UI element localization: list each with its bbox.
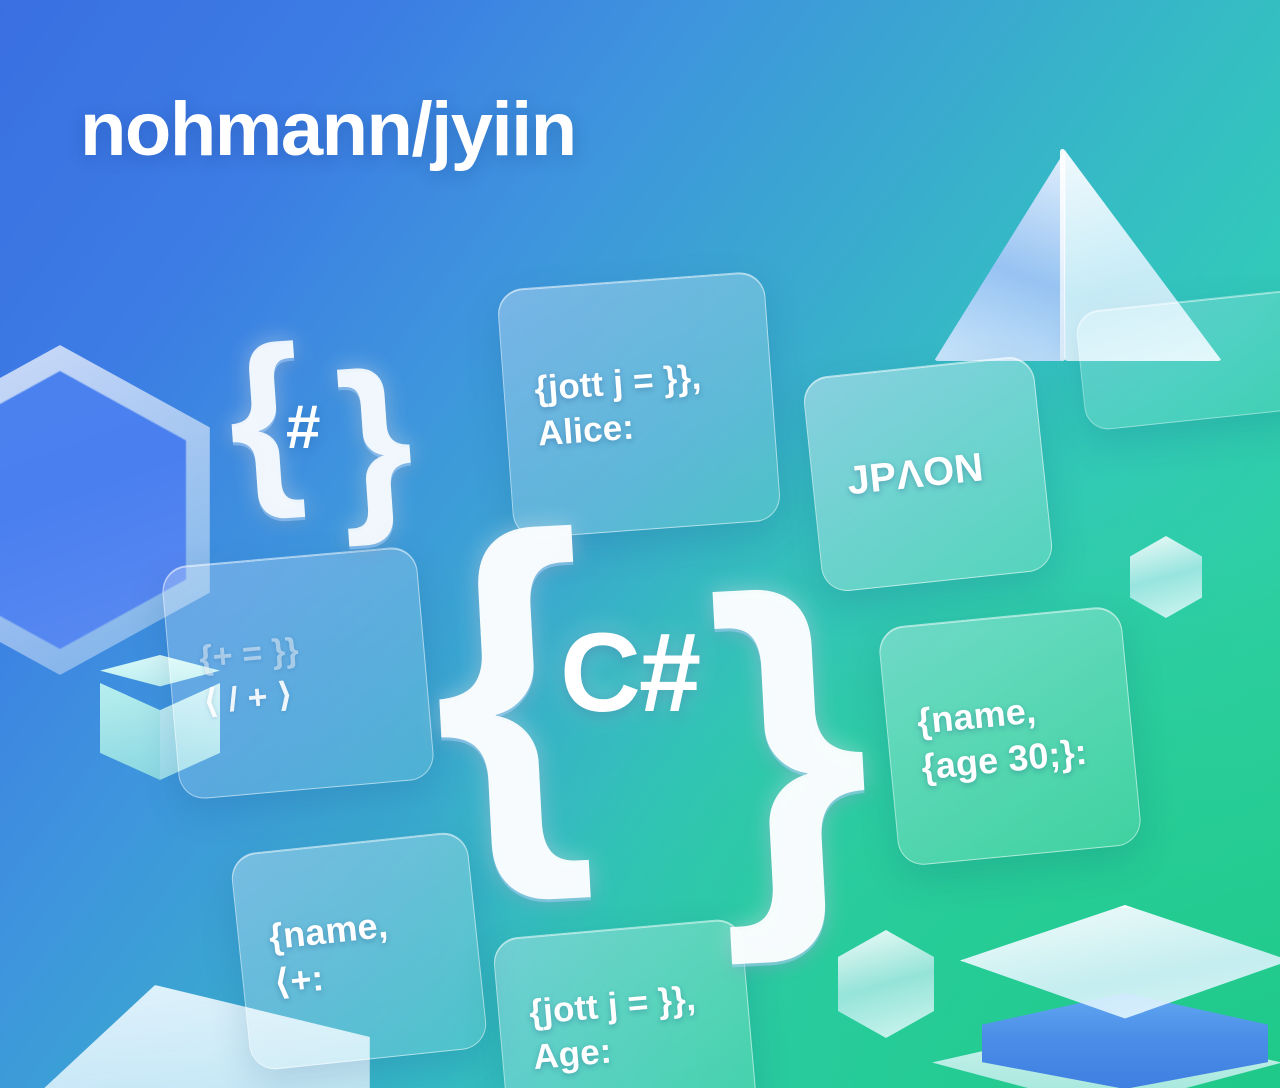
stack-blue-slab: [982, 993, 1268, 1088]
background-card-ghost: [1074, 288, 1280, 432]
csharp-label: C#: [560, 610, 701, 735]
code-card-age: {jott j = }}, Age:: [491, 917, 759, 1088]
stacked-plates-shape: [932, 905, 1280, 1088]
cube-left-face: [100, 683, 160, 780]
code-card-json-line1: JPΛON: [845, 445, 986, 504]
hexagon-ring-inner: [0, 371, 186, 649]
pyramid-center-edge: [1060, 149, 1065, 361]
pyramid-left-face: [934, 149, 1066, 361]
stack-top-plate: [960, 905, 1280, 1019]
code-card-faint-symbols: {+ = }} ⟨ / + ⟩: [160, 545, 436, 801]
page-title: nohmann/jyiin: [80, 87, 577, 172]
frosted-hexagon-right: [1130, 536, 1202, 618]
large-right-brace-icon: }: [700, 512, 880, 967]
small-hash-label: #: [286, 393, 321, 462]
stack-base-plate: [932, 1023, 1280, 1088]
code-card-age30: {name, {age 30;}:: [877, 604, 1143, 868]
small-right-brace-icon: }: [330, 331, 420, 549]
